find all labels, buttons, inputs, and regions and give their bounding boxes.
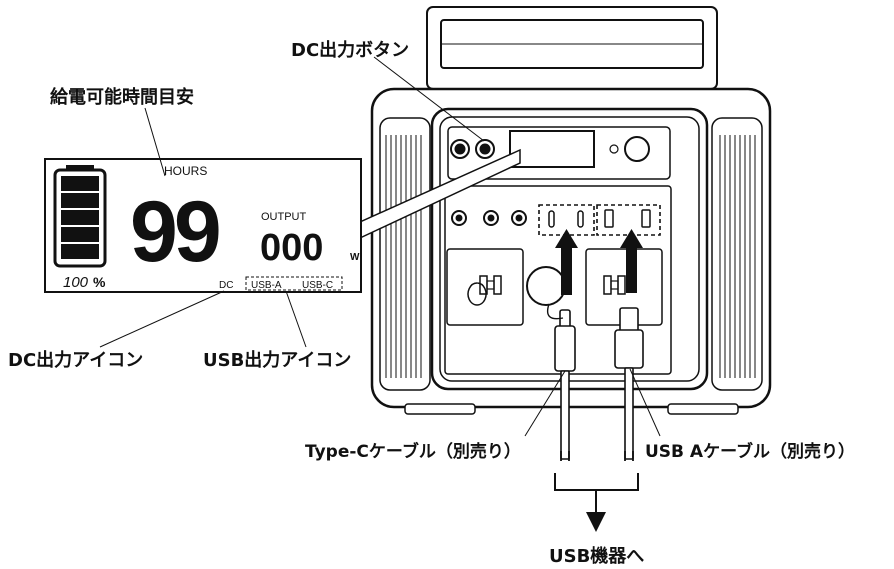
lcd-zoom-panel: 100 % HOURS 99 OUTPUT 000 W DC USB-A USB… [44, 148, 521, 293]
dc-button-callout: DC出力ボタン [291, 40, 410, 61]
battery-percent-sign: % [93, 274, 106, 290]
usb-a-highlight [596, 204, 661, 236]
outlet-cover [526, 266, 566, 306]
usb-a-cable-callout: USB Aケーブル（別売り） [645, 442, 856, 462]
runtime-callout: 給電可能時間目安 [50, 87, 194, 108]
cable-break-marks [560, 451, 634, 461]
carry-handle [426, 6, 718, 90]
leader-lines [99, 56, 661, 437]
ac-outlet-left [446, 248, 524, 326]
usb-devices-callout: USB機器へ [549, 546, 645, 567]
right-grip [711, 117, 763, 391]
usb-icon-callout: USB出力アイコン [203, 350, 352, 371]
battery-percent: 100 [63, 274, 89, 291]
dc-ports [451, 210, 527, 226]
port-panel [444, 185, 672, 375]
dc-icon-callout: DC出力アイコン [8, 350, 144, 371]
usb-c-indicator: USB-C [302, 280, 333, 291]
device-display [509, 130, 595, 168]
usb-a-indicator: USB-A [251, 280, 282, 291]
left-grip [379, 117, 431, 391]
dc-indicator: DC [219, 280, 233, 291]
usb-devices-bracket [554, 473, 639, 514]
power-indicator-icon [609, 144, 619, 154]
power-button[interactable] [624, 136, 650, 162]
hours-value: 99 [130, 184, 219, 280]
control-strip [447, 126, 671, 180]
output-label: OUTPUT [261, 211, 307, 223]
down-arrow-icon [586, 512, 606, 532]
hours-label: HOURS [164, 164, 207, 178]
output-unit: W [350, 252, 360, 263]
ac-output-button[interactable]: AC [450, 139, 470, 159]
usb-c-ports [548, 210, 584, 228]
battery-icon [53, 165, 107, 268]
usb-a-ports [604, 209, 651, 228]
usb-indicator-box [245, 276, 343, 291]
output-value: 000 [260, 227, 323, 269]
dc-button-label: DC [481, 147, 489, 153]
type-c-cable-callout: Type-Cケーブル（別売り） [305, 442, 521, 462]
ac-button-label: AC [457, 147, 464, 153]
insert-arrows [555, 229, 643, 295]
dc-output-button[interactable]: DC [475, 139, 495, 159]
usb-a-cable [614, 307, 644, 460]
